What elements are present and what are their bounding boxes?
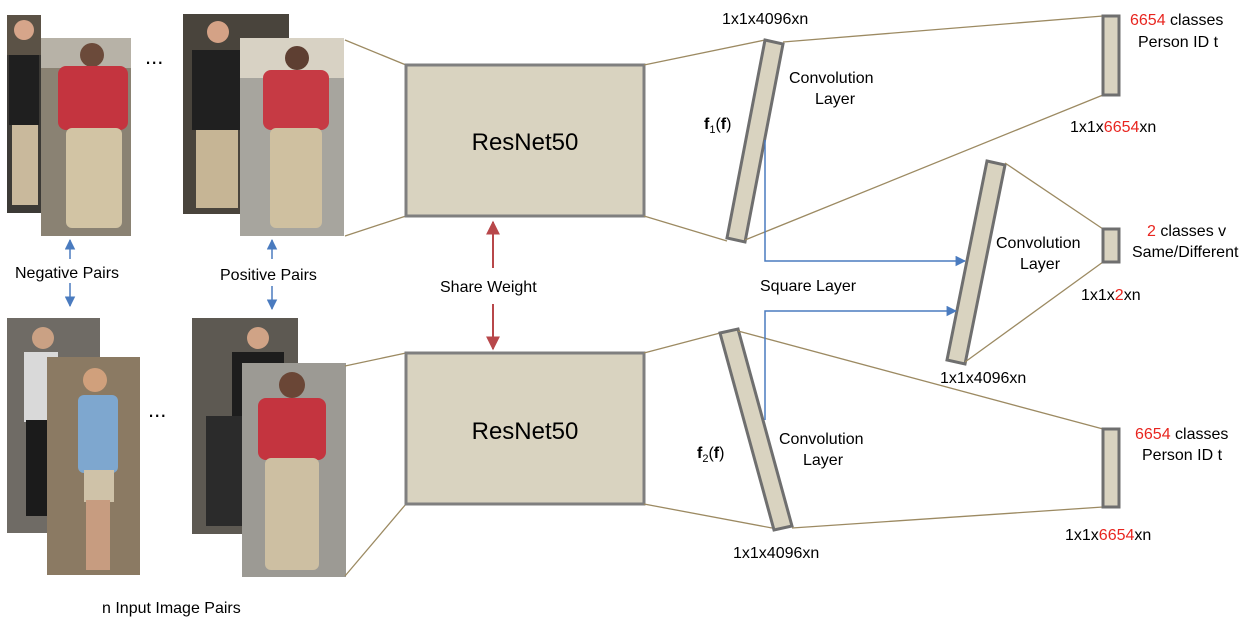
verification-conv-label-line1: Convolution bbox=[996, 235, 1081, 252]
id-top-classes-line2: Person ID t bbox=[1138, 34, 1219, 51]
connector bbox=[643, 39, 766, 66]
id-bottom-classes-line1: 6654 classes bbox=[1135, 426, 1228, 443]
verification-conv-label-line2: Layer bbox=[1020, 256, 1061, 273]
verification-output-bar bbox=[1101, 227, 1121, 264]
connector bbox=[643, 215, 728, 242]
negative-pairs-label: Negative Pairs bbox=[15, 265, 119, 282]
connector bbox=[964, 261, 1104, 363]
positive-pairs-label: Positive Pairs bbox=[220, 267, 317, 284]
connector bbox=[643, 503, 773, 529]
connector bbox=[643, 332, 721, 354]
positive-pair-bottom-images bbox=[192, 318, 346, 577]
id-top-classes-line1: 6654 classes bbox=[1130, 12, 1223, 29]
identification-top-bar bbox=[1101, 14, 1121, 97]
ellipsis-bottom: ... bbox=[148, 397, 166, 422]
resnet50-bottom-label: ResNet50 bbox=[472, 418, 579, 445]
bottom-feature-dim: 1x1x4096xn bbox=[733, 545, 819, 562]
id-top-output-dim: 1x1x6654xn bbox=[1070, 119, 1156, 136]
connector bbox=[737, 330, 1104, 430]
top-conv-label-line1: Convolution bbox=[789, 70, 874, 87]
connector bbox=[344, 352, 407, 367]
verification-input-dim: 1x1x4096xn bbox=[940, 370, 1026, 387]
positive-pair-top-images bbox=[183, 14, 344, 236]
connector bbox=[344, 39, 407, 66]
verification-output-dim: 1x1x2xn bbox=[1081, 287, 1141, 304]
bottom-conv-label-line2: Layer bbox=[803, 452, 844, 469]
bottom-conv-label-line1: Convolution bbox=[779, 431, 864, 448]
identification-bottom-bar bbox=[1101, 427, 1121, 509]
connector bbox=[344, 215, 407, 237]
feature-bar-top bbox=[725, 38, 785, 244]
verification-conv-bar bbox=[945, 159, 1007, 366]
share-weight-label: Share Weight bbox=[440, 279, 537, 296]
top-feature-dim: 1x1x4096xn bbox=[722, 11, 808, 28]
connector bbox=[791, 506, 1104, 529]
id-bottom-output-dim: 1x1x6654xn bbox=[1065, 527, 1151, 544]
feature-bar-bottom bbox=[718, 327, 794, 532]
resnet50-top-box bbox=[404, 63, 646, 218]
square-layer-arrow-bottom bbox=[764, 305, 958, 420]
verification-classes-line1: 2 classes v bbox=[1147, 223, 1226, 240]
verification-classes-line2: Same/Different bbox=[1132, 244, 1239, 261]
connector bbox=[344, 503, 407, 577]
f2-label: f2(f) bbox=[697, 445, 724, 465]
connector bbox=[1004, 162, 1104, 230]
input-caption: n Input Image Pairs bbox=[102, 600, 241, 617]
resnet50-top-label: ResNet50 bbox=[472, 129, 579, 156]
f1-label: f1(f) bbox=[704, 116, 731, 136]
top-conv-label-line2: Layer bbox=[815, 91, 856, 108]
connector bbox=[744, 94, 1104, 241]
negative-pair-top-images bbox=[7, 15, 131, 236]
negative-pair-bottom-images bbox=[7, 318, 140, 575]
square-layer-label: Square Layer bbox=[760, 278, 857, 295]
resnet50-bottom-box bbox=[404, 351, 646, 506]
square-layer-arrow-top bbox=[764, 140, 967, 267]
id-bottom-classes-line2: Person ID t bbox=[1142, 447, 1223, 464]
ellipsis-top: ... bbox=[145, 44, 163, 69]
connector bbox=[782, 15, 1104, 43]
